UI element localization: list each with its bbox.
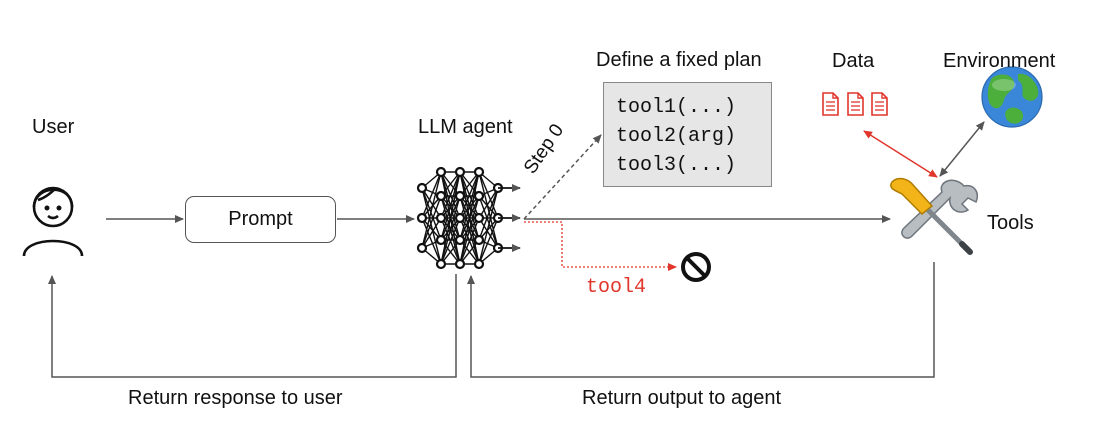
neuron-node xyxy=(454,166,466,178)
globe-icon xyxy=(981,66,1043,128)
data-documents xyxy=(822,92,888,116)
blocked-tool-label: tool4 xyxy=(586,276,647,299)
prompt-label: Prompt xyxy=(228,208,293,230)
neuron-node xyxy=(416,242,428,254)
tools-icon xyxy=(890,177,978,255)
prohibited-icon xyxy=(681,252,711,282)
neuron-node xyxy=(416,212,428,224)
neuron-node xyxy=(435,212,447,224)
neuron-node xyxy=(435,258,447,270)
user-label: User xyxy=(32,116,75,138)
neuron-node xyxy=(435,234,447,246)
arrow-return-to-user xyxy=(48,274,457,378)
neural-network-icon xyxy=(416,166,521,270)
neuron-node xyxy=(454,190,466,202)
neuron-node xyxy=(416,182,428,194)
tools-label: Tools xyxy=(987,212,1034,234)
user-icon xyxy=(22,186,84,257)
document-icon xyxy=(822,92,839,116)
arrow-data-tools xyxy=(863,130,938,178)
neuron-node xyxy=(473,166,485,178)
document-icon xyxy=(871,92,888,116)
fixed-plan-box: tool1(...) tool2(arg) tool3(...) xyxy=(603,82,772,187)
arrow-step0 xyxy=(523,134,602,220)
environment-label: Environment xyxy=(943,50,1056,72)
plan-title: Define a fixed plan xyxy=(596,49,762,71)
plan-step: tool2(arg) xyxy=(616,125,737,148)
arrow-environment-tools xyxy=(939,121,985,177)
data-label: Data xyxy=(832,50,875,72)
plan-step: tool3(...) xyxy=(616,154,737,177)
neuron-node xyxy=(435,166,447,178)
neuron-node xyxy=(454,258,466,270)
neuron-node xyxy=(473,258,485,270)
neuron-node xyxy=(454,234,466,246)
prompt-box: Prompt xyxy=(185,196,336,243)
neuron-node xyxy=(473,212,485,224)
document-icon xyxy=(847,92,864,116)
llm-agent-label: LLM agent xyxy=(418,116,513,138)
neuron-node xyxy=(454,212,466,224)
arrow-return-to-agent xyxy=(467,262,935,378)
return-user-label: Return response to user xyxy=(128,387,343,409)
arrow-blocked-tool xyxy=(524,221,677,271)
return-agent-label: Return output to agent xyxy=(582,387,782,409)
plan-step: tool1(...) xyxy=(616,96,737,119)
neuron-node xyxy=(435,190,447,202)
neuron-node xyxy=(473,234,485,246)
neuron-node xyxy=(473,190,485,202)
